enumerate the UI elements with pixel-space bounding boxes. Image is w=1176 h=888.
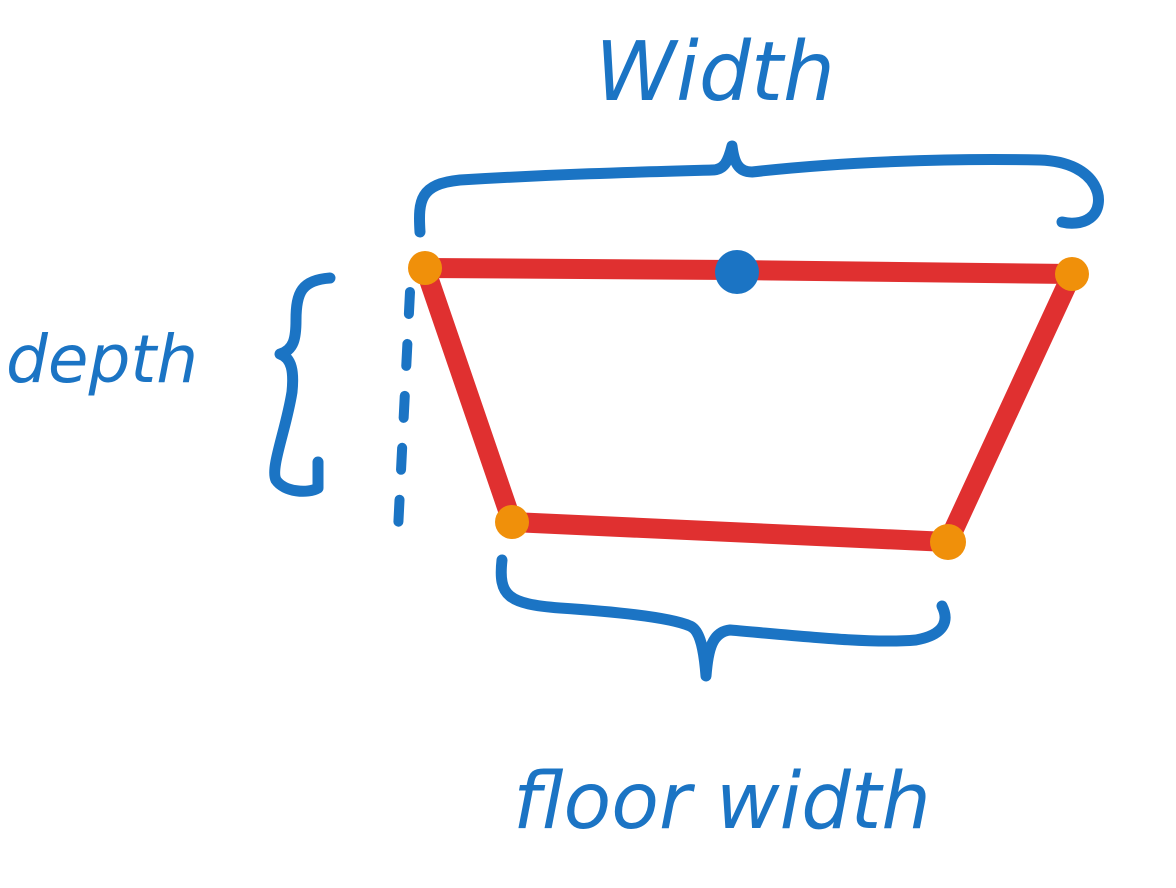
width-label: Width <box>595 25 835 120</box>
vertex-bottom-left <box>495 505 529 539</box>
depth-label: depth <box>6 321 198 398</box>
vertex-bottom-right <box>930 524 966 560</box>
top-midpoint <box>715 250 759 294</box>
trapezoid-shape <box>415 258 1082 552</box>
floor-width-brace <box>495 554 951 682</box>
depth-brace <box>269 272 336 497</box>
floor-width-label: floor width <box>513 757 931 847</box>
width-brace <box>414 140 1104 238</box>
depth-guide-dashed-line <box>393 287 415 535</box>
vertex-top-left <box>408 251 442 285</box>
vertex-top-right <box>1055 257 1089 291</box>
